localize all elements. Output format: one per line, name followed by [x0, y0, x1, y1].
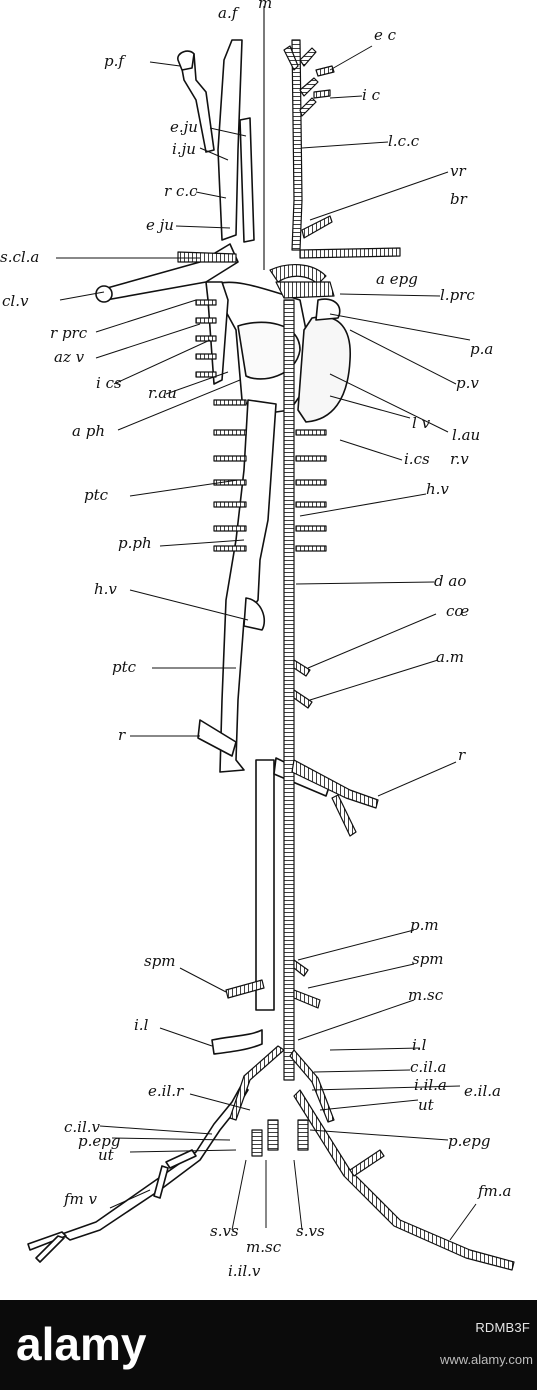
- label-spm1: spm: [144, 952, 176, 970]
- label-pf: p.f: [104, 52, 126, 70]
- label-ut2: ut: [98, 1146, 115, 1164]
- label-r1: r: [118, 726, 126, 744]
- label-hv2: h.v: [94, 580, 117, 598]
- label-iilv: i.il.v: [228, 1262, 261, 1280]
- label-msc2: m.sc: [246, 1238, 282, 1256]
- label-iila: i.il.a: [414, 1076, 447, 1094]
- label-ut1: ut: [418, 1096, 435, 1114]
- label-il2: i.l: [412, 1036, 427, 1054]
- label-pa: p.a: [470, 340, 493, 358]
- label-rv: r.v: [450, 450, 469, 468]
- label-ec: e c: [374, 26, 397, 44]
- domain-text: www.alamy.com: [440, 1352, 533, 1367]
- label-ics2: i.cs: [404, 450, 430, 468]
- label-aph: a ph: [72, 422, 105, 440]
- label-scla: s.cl.a: [0, 248, 39, 266]
- label-r2: r: [458, 746, 466, 764]
- label-eju1: e.ju: [170, 118, 198, 136]
- label-cilv: c.il.v: [64, 1118, 101, 1136]
- label-ics1: i cs: [96, 374, 122, 392]
- label-pv: p.v: [456, 374, 479, 392]
- label-fma: fm.a: [477, 1182, 512, 1200]
- leader-lines: [56, 45, 477, 1241]
- label-coe: cœ: [446, 602, 469, 620]
- label-eila: e.il.a: [464, 1082, 501, 1100]
- label-br: br: [450, 190, 468, 208]
- label-ic: i c: [362, 86, 381, 104]
- label-msc1: m.sc: [408, 986, 444, 1004]
- label-ptc2: ptc: [112, 658, 137, 676]
- label-pph: p.ph: [118, 534, 152, 552]
- label-dao: d ao: [434, 572, 466, 590]
- label-azv: az v: [54, 348, 85, 366]
- label-pm: p.m: [410, 916, 439, 934]
- labels: a.f m p.f e c i c e.ju i.ju r c.c e ju l…: [0, 0, 512, 1280]
- venous-system: [27, 39, 351, 1263]
- label-lau: l.au: [452, 426, 480, 444]
- label-spm2: spm: [412, 950, 444, 968]
- label-lprc: l.prc: [440, 286, 475, 304]
- label-m: m: [258, 0, 272, 12]
- label-lv: l v: [412, 414, 431, 432]
- image-id: RDMB3F: [475, 1320, 530, 1335]
- alamy-logo: alamy: [16, 1318, 147, 1370]
- label-svs2: s.vs: [296, 1222, 325, 1240]
- arterial-system: [177, 39, 515, 1271]
- svg-text:alamy: alamy: [16, 1318, 147, 1370]
- label-aepg: a epg: [376, 270, 418, 288]
- label-rau: r.au: [148, 384, 177, 402]
- label-af: a.f: [218, 4, 240, 22]
- label-pepg1: p.epg: [78, 1132, 120, 1150]
- label-pepg2: p.epg: [448, 1132, 490, 1150]
- watermark-bar: alamy RDMB3F www.alamy.com: [0, 1300, 537, 1390]
- label-am: a.m: [436, 648, 464, 666]
- label-hv1: h.v: [426, 480, 449, 498]
- label-rprc: r prc: [50, 324, 88, 342]
- label-vr: vr: [450, 162, 466, 180]
- label-iju: i.ju: [172, 140, 196, 158]
- anatomical-figure: a.f m p.f e c i c e.ju i.ju r c.c e ju l…: [0, 0, 515, 1280]
- label-il1: i.l: [134, 1016, 149, 1034]
- label-lcc: l.c.c: [388, 132, 420, 150]
- label-clv: cl.v: [2, 292, 29, 310]
- label-rcc: r c.c: [164, 182, 198, 200]
- label-ptc1: ptc: [84, 486, 109, 504]
- label-fmv: fm v: [63, 1190, 98, 1208]
- label-svs1: s.vs: [210, 1222, 239, 1240]
- label-cila: c.il.a: [410, 1058, 446, 1076]
- label-eju2: e ju: [146, 216, 174, 234]
- label-eilr: e.il.r: [148, 1082, 184, 1100]
